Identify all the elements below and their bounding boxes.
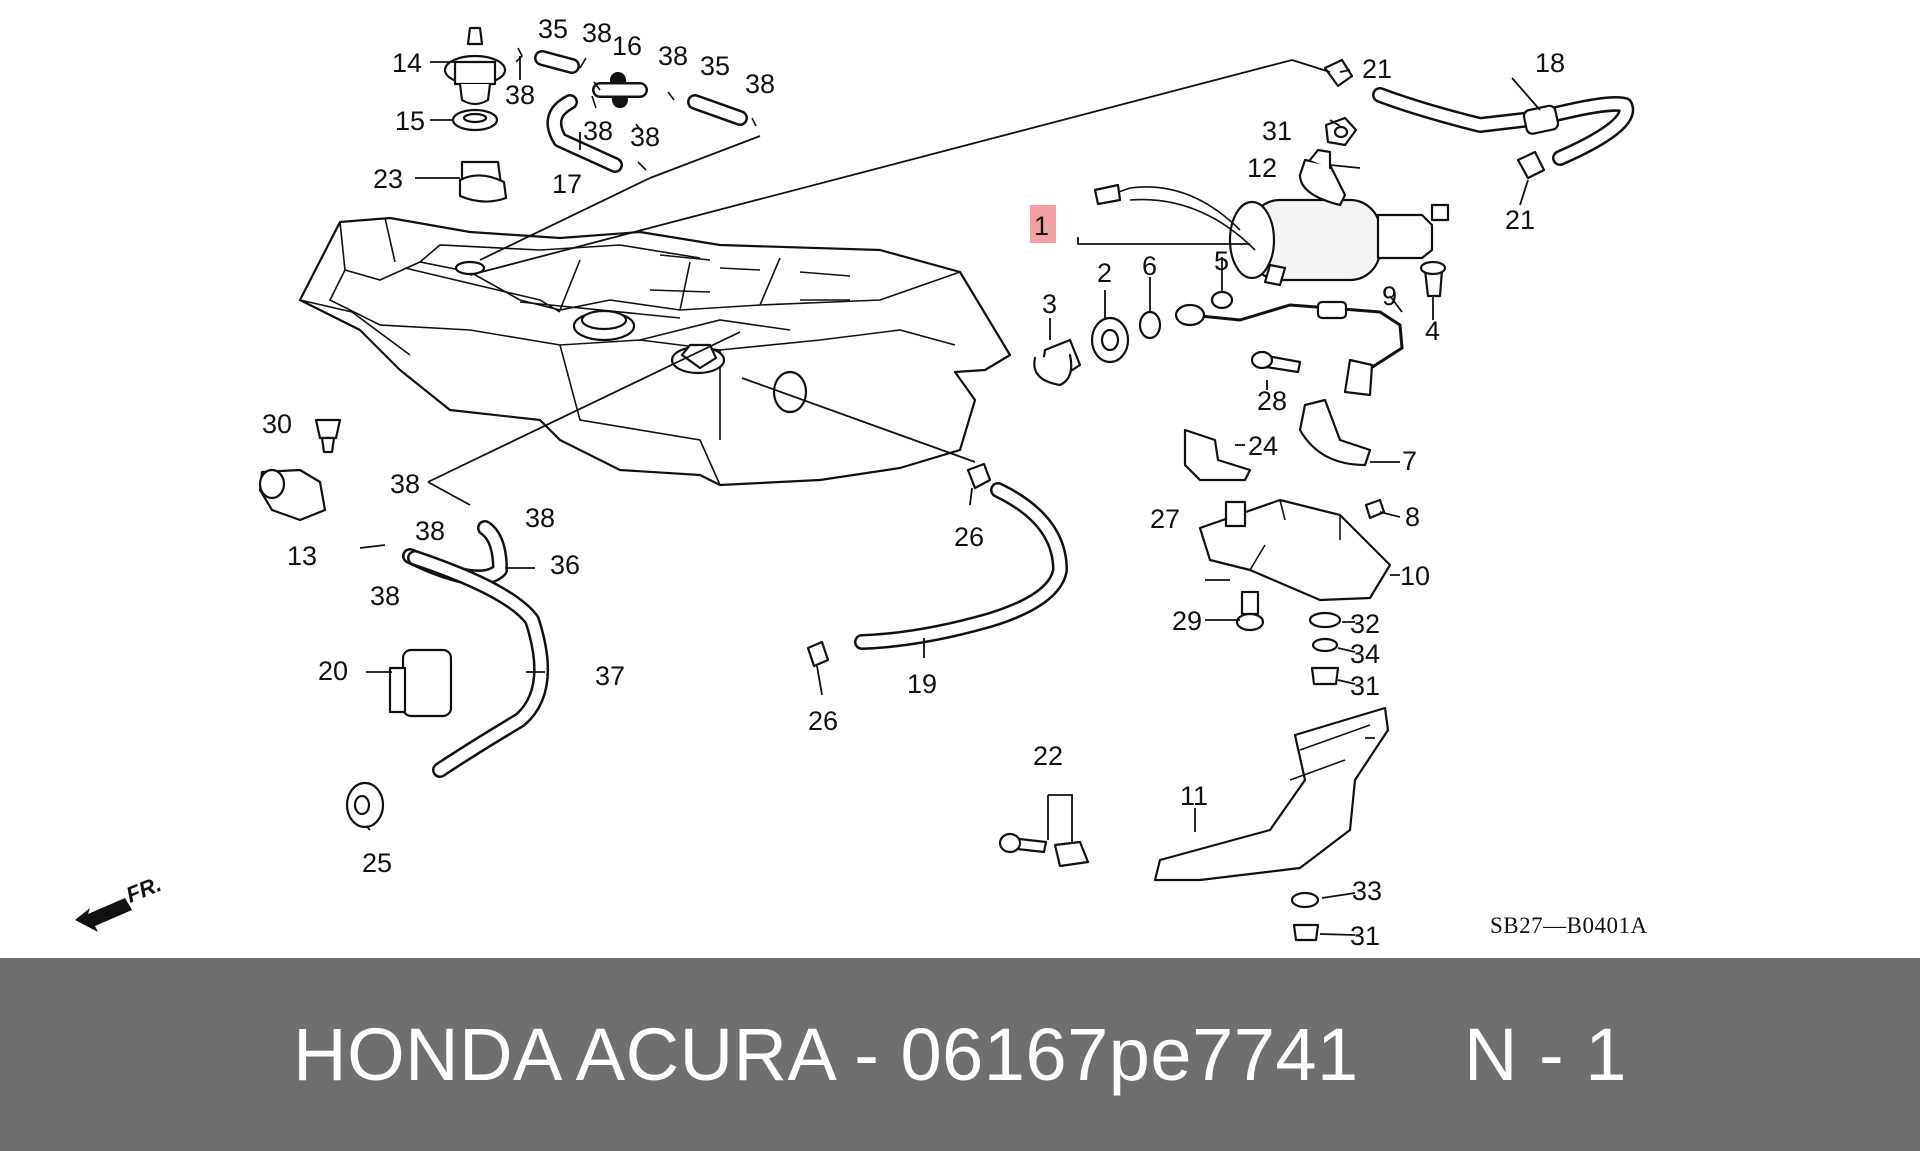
label-part-38-a: 38 <box>582 18 612 48</box>
label-part-20: 20 <box>318 656 348 686</box>
label-part-5: 5 <box>1214 246 1229 276</box>
label-part-13: 13 <box>287 541 317 571</box>
highlight-box <box>1030 205 1056 243</box>
pump-14 <box>443 26 507 106</box>
label-part-12: 12 <box>1247 153 1277 183</box>
screw-4 <box>1419 260 1447 298</box>
small-clips <box>515 47 757 171</box>
label-part-19: 19 <box>907 669 937 699</box>
seal-15 <box>451 108 499 132</box>
front-arrow-icon: FR. <box>75 871 165 932</box>
label-part-26-upper: 26 <box>954 522 984 552</box>
label-part-31-bottom: 31 <box>1350 921 1380 951</box>
label-part-38-g: 38 <box>390 469 420 499</box>
bracket-7 <box>1298 398 1372 467</box>
hoses-top <box>534 50 748 173</box>
clamp-23 <box>458 160 508 203</box>
hoses-36-37 <box>402 520 550 778</box>
label-part-4: 4 <box>1425 316 1440 346</box>
label-part-31-top: 31 <box>1262 116 1292 146</box>
label-part-35-right: 35 <box>700 51 730 81</box>
caption-bar: HONDA ACURA - 06167pe7741 N - 1 <box>0 958 1920 1151</box>
fuel-filter-assembly <box>1093 183 1450 287</box>
front-direction-label: FR. <box>123 871 165 907</box>
label-part-38-d: 38 <box>745 69 775 99</box>
label-part-15: 15 <box>395 106 425 136</box>
label-part-2: 2 <box>1097 258 1112 288</box>
guard-11 <box>1153 706 1390 882</box>
label-part-14: 14 <box>392 48 422 78</box>
label-part-38-f: 38 <box>630 122 660 152</box>
label-part-17: 17 <box>552 169 582 199</box>
label-part-25: 25 <box>362 848 392 878</box>
label-part-35-left: 35 <box>538 14 568 44</box>
label-part-38-c: 38 <box>658 41 688 71</box>
nuts-31-33-bottom <box>1290 891 1320 942</box>
label-part-10: 10 <box>1400 561 1430 591</box>
label-part-23: 23 <box>373 164 403 194</box>
label-part-37: 37 <box>595 661 625 691</box>
label-part-21-top: 21 <box>1362 54 1392 84</box>
bolts-22 <box>998 832 1090 868</box>
pipe-9 <box>1174 300 1404 397</box>
label-part-1: 1 <box>1034 211 1049 241</box>
label-part-7: 7 <box>1402 446 1417 476</box>
nut-31-top <box>1324 116 1358 147</box>
label-part-27: 27 <box>1150 504 1180 534</box>
clamps-21 <box>1323 58 1546 180</box>
label-part-16: 16 <box>612 31 642 61</box>
valve-20 <box>388 648 453 718</box>
label-part-34: 34 <box>1350 639 1380 669</box>
clamps-26 <box>806 462 992 668</box>
label-part-38-e: 38 <box>583 116 613 146</box>
fuel-tank <box>298 216 1012 487</box>
label-part-29: 29 <box>1172 606 1202 636</box>
label-part-33: 33 <box>1352 876 1382 906</box>
bolts-8-27-29 <box>1224 498 1386 632</box>
bracket-12 <box>1298 148 1347 207</box>
bracket-24 <box>1183 428 1252 482</box>
label-part-8: 8 <box>1405 502 1420 532</box>
hose-18 <box>1372 87 1635 166</box>
label-part-26-lower: 26 <box>808 706 838 736</box>
label-part-3: 3 <box>1042 289 1057 319</box>
washers-31-32-34 <box>1308 611 1342 686</box>
label-part-38-i: 38 <box>370 581 400 611</box>
label-part-6: 6 <box>1142 251 1157 281</box>
fuel-system-diagram: 1 2 3 4 5 6 7 8 9 10 11 12 13 14 15 16 1… <box>75 14 1648 951</box>
parts-2-3-5-6 <box>1033 290 1234 387</box>
label-part-30: 30 <box>262 409 292 439</box>
parts-diagram: 1 2 3 4 5 6 7 8 9 10 11 12 13 14 15 16 1… <box>75 14 1648 951</box>
bolt-30 <box>314 418 342 454</box>
diagram-code: SB27—B0401A <box>1490 913 1648 938</box>
bracket-10 <box>1198 498 1392 602</box>
label-part-38-j: 38 <box>415 516 445 546</box>
valve-13 <box>258 468 327 522</box>
label-part-9: 9 <box>1382 281 1397 311</box>
label-part-28: 28 <box>1257 386 1287 416</box>
label-part-38-b: 38 <box>505 80 535 110</box>
part-caption: HONDA ACURA - 06167pe7741 N - 1 <box>293 1013 1627 1096</box>
label-part-24: 24 <box>1248 431 1278 461</box>
label-part-11: 11 <box>1180 781 1208 811</box>
grommet-25 <box>345 781 385 829</box>
label-part-32: 32 <box>1350 609 1380 639</box>
label-part-38-h: 38 <box>525 503 555 533</box>
bolt-28 <box>1250 350 1302 374</box>
label-part-21-right: 21 <box>1505 205 1535 235</box>
label-part-22: 22 <box>1033 741 1063 771</box>
label-part-18: 18 <box>1535 48 1565 78</box>
label-part-36: 36 <box>550 550 580 580</box>
hose-19 <box>854 482 1068 650</box>
label-part-31-mid: 31 <box>1350 671 1380 701</box>
